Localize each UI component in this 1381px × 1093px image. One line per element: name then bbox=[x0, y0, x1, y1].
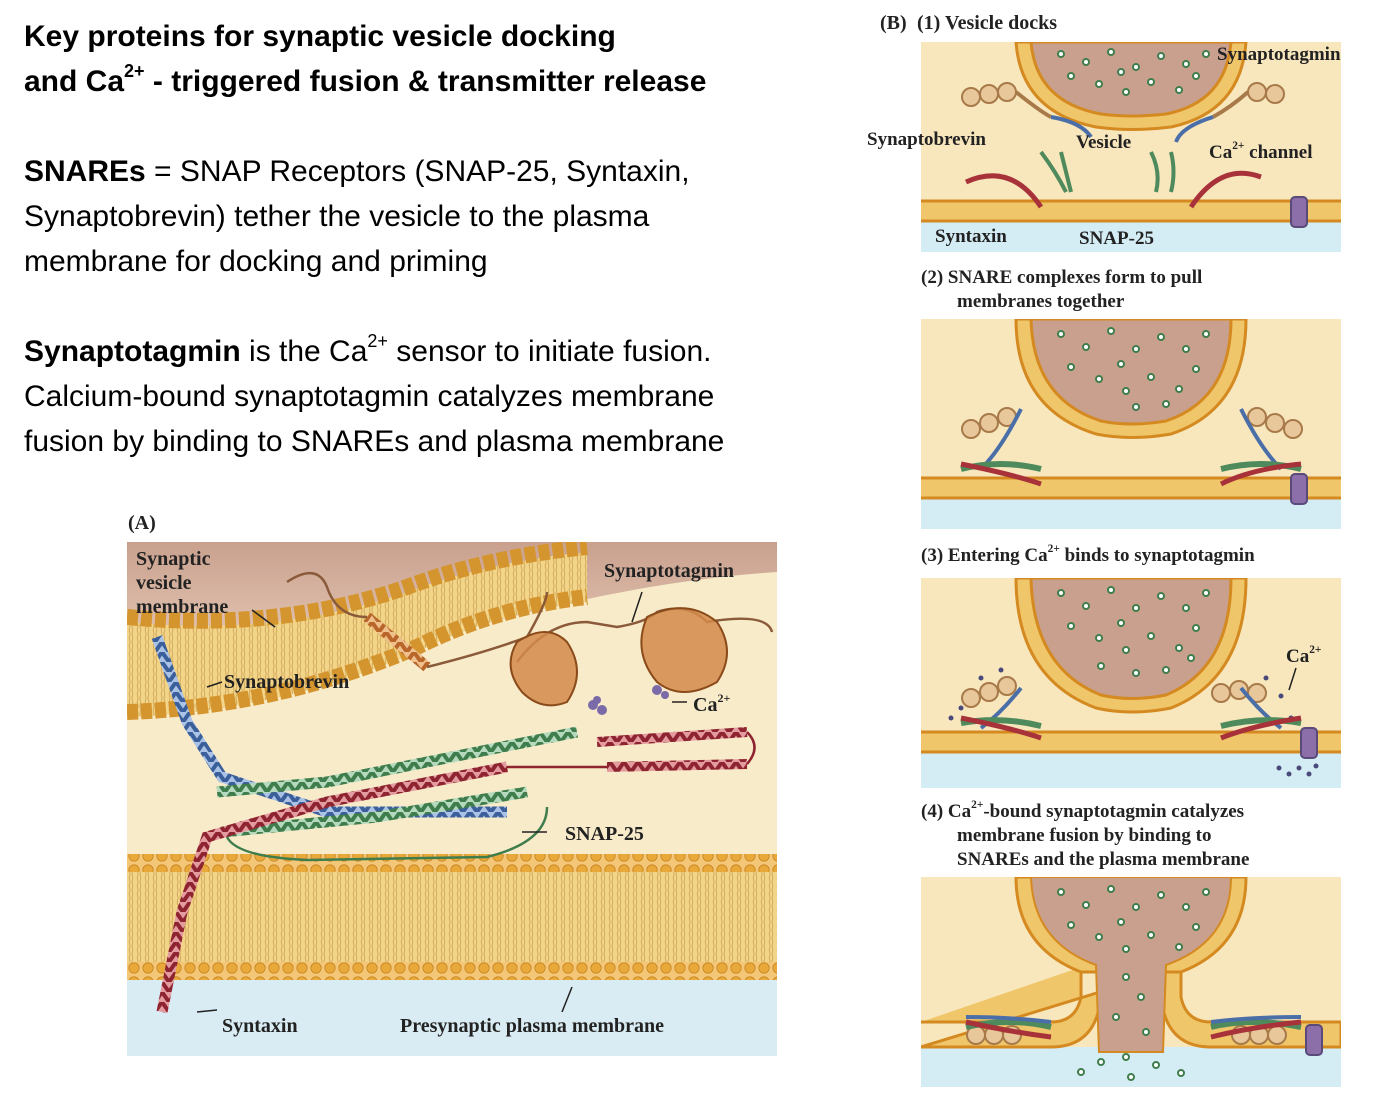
synaptotagmin-term: Synaptotagmin bbox=[24, 335, 241, 368]
title-line-1: Key proteins for synaptic vesicle dockin… bbox=[24, 20, 616, 53]
snares-term: SNAREs bbox=[24, 155, 146, 188]
snares-paragraph-line-1: SNAREs = SNAP Receptors (SNAP-25, Syntax… bbox=[24, 155, 690, 188]
label-ca-a: Ca2+ bbox=[693, 690, 731, 716]
label-synaptotagmin-b1: Synaptotagmin bbox=[1217, 44, 1341, 65]
panel-a-tag: (A) bbox=[128, 512, 156, 534]
snares-paragraph-line-2: Synaptobrevin) tether the vesicle to the… bbox=[24, 200, 650, 233]
snares-paragraph-line-3: membrane for docking and priming bbox=[24, 245, 488, 278]
label-snap25-b1: SNAP-25 bbox=[1079, 228, 1154, 249]
label-vesicle-b1: Vesicle bbox=[1076, 132, 1132, 153]
label-syntaxin-b1: Syntaxin bbox=[935, 226, 1007, 247]
panel-a-figure bbox=[127, 542, 777, 1056]
synaptotagmin-paragraph-line-3: fusion by binding to SNAREs and plasma m… bbox=[24, 425, 725, 458]
label-synaptobrevin-b1: Synaptobrevin bbox=[867, 129, 986, 150]
title-line-2: and Ca2+ - triggered fusion & transmitte… bbox=[24, 61, 707, 98]
label-synaptotagmin-a: Synaptotagmin bbox=[604, 560, 735, 582]
label-snap25-a: SNAP-25 bbox=[565, 823, 644, 845]
synaptotagmin-paragraph-line-2: Calcium-bound synaptotagmin catalyzes me… bbox=[24, 380, 715, 413]
label-presynaptic-plasma-membrane: Presynaptic plasma membrane bbox=[400, 1015, 665, 1037]
step-4-title: (4) Ca2+-bound synaptotagmin catalyzes m… bbox=[921, 798, 1250, 870]
label-ca-channel-b1: Ca2+ channel bbox=[1209, 139, 1313, 163]
step-1-title: (1) Vesicle docks bbox=[917, 12, 1057, 34]
label-syntaxin-a: Syntaxin bbox=[222, 1015, 298, 1037]
main-text: Key proteins for synaptic vesicle dockin… bbox=[24, 14, 844, 464]
label-synaptic-vesicle-membrane: Synaptic vesicle membrane bbox=[136, 548, 229, 618]
step-3-figure bbox=[921, 578, 1341, 788]
step-2-figure bbox=[921, 319, 1341, 529]
label-ca-b3: Ca2+ bbox=[1286, 643, 1322, 667]
label-synaptobrevin-a: Synaptobrevin bbox=[224, 671, 350, 693]
step-2-title: (2) SNARE complexes form to pull membran… bbox=[921, 267, 1203, 312]
panel-b-tag: (B) bbox=[880, 12, 907, 34]
step-3-title: (3) Entering Ca2+ binds to synaptotagmin bbox=[921, 542, 1255, 566]
step-1-figure bbox=[921, 42, 1341, 252]
step-4-figure bbox=[921, 877, 1341, 1087]
synaptotagmin-paragraph-line-1: Synaptotagmin is the Ca2+ sensor to init… bbox=[24, 331, 712, 368]
